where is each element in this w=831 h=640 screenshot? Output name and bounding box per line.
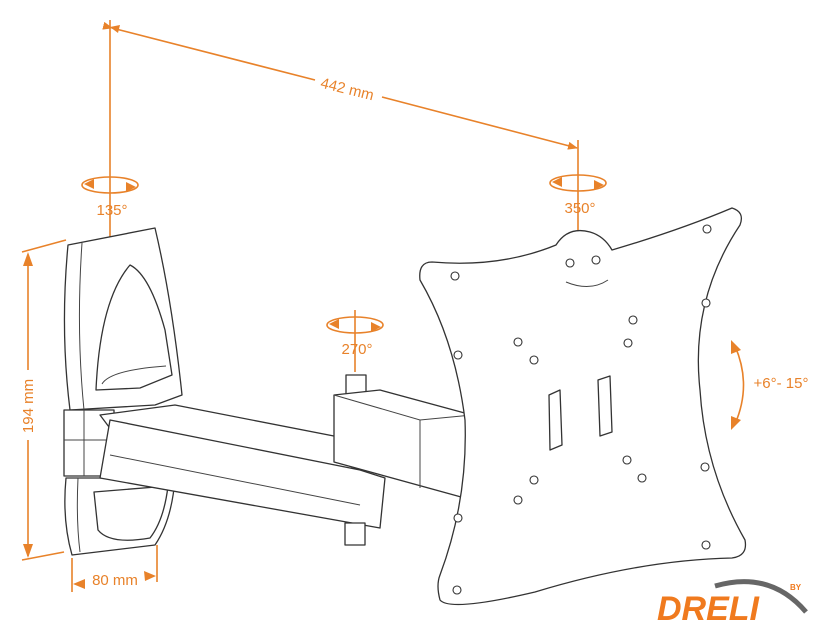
swing-arm [99,374,473,546]
height-label: 194 mm [20,379,37,433]
tilt-label: +6°- 15° [754,375,809,392]
rotation-icon-wall: 135° [81,176,139,219]
dreli-logo: DRELI BY [657,579,808,628]
wall-rotation-label: 135° [96,202,127,219]
rotation-icon-middle: 270° [326,316,384,358]
slot-right [597,375,613,437]
wall-plate [63,227,183,556]
vesa-plate [419,207,747,606]
rotation-icon-swivel: 350° [549,174,607,217]
reach-dimension: 442 mm [102,21,578,150]
reach-label: 442 mm [319,75,376,105]
slot-left [548,389,563,451]
swivel-rotation-label: 350° [564,200,595,217]
logo-brand: DRELI [657,590,761,628]
extension-lines [21,20,579,592]
height-dimension: 194 mm [20,252,37,558]
middle-rotation-label: 270° [341,341,372,358]
logo-by: BY [790,583,802,592]
tilt-indicator: +6°- 15° [731,340,808,430]
depth-dimension: 80 mm [73,571,156,589]
depth-label: 80 mm [92,572,138,589]
mounting-holes [450,224,712,595]
